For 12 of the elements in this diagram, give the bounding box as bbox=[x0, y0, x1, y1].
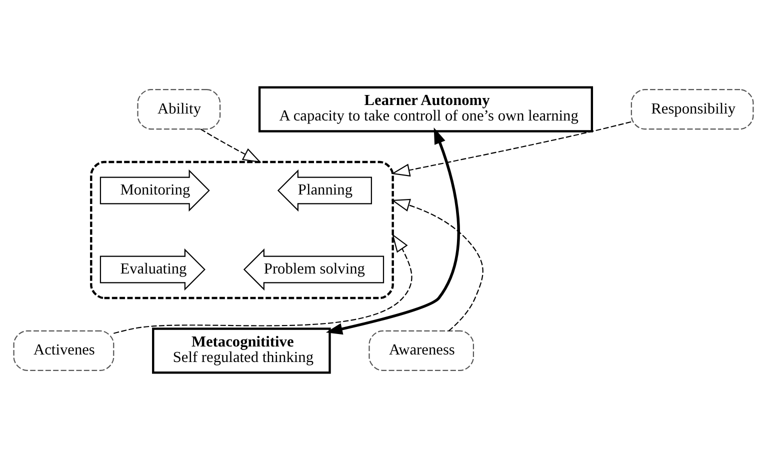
arrow bbox=[390, 120, 631, 176]
arrow bbox=[113, 233, 412, 334]
node-box: Metacognititive Self regulated thinking bbox=[152, 327, 330, 374]
cluster bbox=[90, 160, 394, 299]
node-box: Ability bbox=[136, 88, 220, 130]
node-box: Awareness bbox=[368, 330, 474, 370]
node-box: Responsibiliy bbox=[630, 88, 754, 130]
arrow bbox=[200, 128, 261, 162]
node-box: Learner Autonomy A capacity to take controll of one’s own learning bbox=[258, 86, 593, 132]
arrow bbox=[390, 198, 483, 331]
node-box: Activenes bbox=[12, 330, 114, 370]
arrow bbox=[325, 126, 460, 334]
